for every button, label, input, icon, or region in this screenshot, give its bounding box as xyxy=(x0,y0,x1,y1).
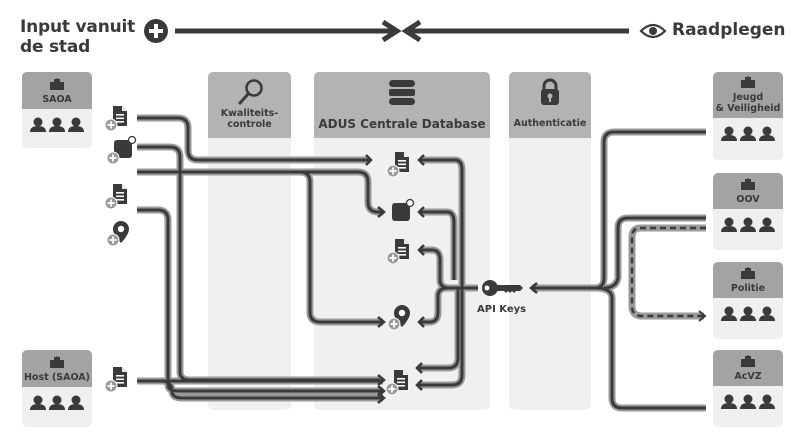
database-icon xyxy=(389,80,415,105)
quality-control-header: Kwaliteits- controle xyxy=(208,72,291,138)
add-object-icon[interactable] xyxy=(106,135,137,165)
magnifier-icon xyxy=(238,79,263,105)
input-arrow xyxy=(175,19,402,43)
building-icon xyxy=(741,267,755,279)
building-icon xyxy=(741,76,755,88)
central-database-label: ADUS Centrale Database xyxy=(318,117,486,131)
input-title-line1: Input vanuit xyxy=(20,17,136,37)
source-org-saoa: SAOA xyxy=(22,72,92,148)
people-icon xyxy=(22,387,92,410)
padlock-icon xyxy=(541,78,559,105)
arrowheads xyxy=(365,154,538,404)
building-icon xyxy=(741,178,755,190)
dashed-flow-oov-politie xyxy=(628,224,707,322)
people-icon xyxy=(713,386,783,409)
quality-control-label-line2: controle xyxy=(227,119,272,130)
flow-lines xyxy=(137,116,706,410)
central-database-header: ADUS Centrale Database xyxy=(314,72,490,138)
add-location-icon[interactable] xyxy=(106,221,129,247)
consumer-org-oov: OOV xyxy=(713,173,783,250)
add-document-icon[interactable] xyxy=(104,106,127,132)
consumer-org-politie: Politie xyxy=(713,262,783,339)
consumer-org-acvz: AcVZ xyxy=(713,350,783,427)
people-icon xyxy=(713,298,783,321)
quality-control-label-line1: Kwaliteits- xyxy=(220,108,279,119)
people-icon xyxy=(713,118,783,141)
authentication-header: Authenticatie xyxy=(509,72,591,138)
consult-title: Raadplegen xyxy=(672,20,786,40)
consumer-org-name: Politie xyxy=(730,283,766,294)
add-document-icon[interactable] xyxy=(104,367,127,393)
consumer-org-name: OOV xyxy=(736,194,760,205)
consumer-org-name-line2: & Veiligheid xyxy=(715,103,781,114)
api-keys-label: API Keys xyxy=(477,304,526,315)
consult-arrow xyxy=(401,19,629,43)
add-document-icon[interactable] xyxy=(104,184,127,210)
building-icon xyxy=(50,78,64,90)
people-icon xyxy=(713,209,783,232)
eye-icon xyxy=(639,23,667,39)
key-icon[interactable] xyxy=(482,280,523,296)
people-icon xyxy=(22,109,92,132)
quality-control-column: Kwaliteits- controle xyxy=(208,72,291,410)
authentication-column: Authenticatie xyxy=(509,72,591,410)
db-document-icon xyxy=(386,152,409,178)
input-title: Input vanuit de stad xyxy=(20,17,135,57)
source-org-name: SAOA xyxy=(42,94,72,105)
db-object-icon xyxy=(391,198,415,222)
source-org-host-saoa: Host (SAOA) xyxy=(22,350,92,427)
consumer-org-name-line1: Jeugd xyxy=(732,92,764,103)
db-document-icon xyxy=(386,239,409,265)
source-org-name: Host (SAOA) xyxy=(23,372,91,383)
consumer-org-name: AcVZ xyxy=(734,371,762,382)
plus-circle-icon xyxy=(144,19,168,43)
db-location-icon xyxy=(387,305,410,331)
building-icon xyxy=(741,355,755,367)
building-icon xyxy=(50,356,64,368)
authentication-label: Authenticatie xyxy=(513,118,587,129)
input-title-line2: de stad xyxy=(20,37,91,57)
consumer-org-jeugd-veiligheid: Jeugd & Veiligheid xyxy=(713,72,783,160)
db-document-icon xyxy=(385,370,408,396)
